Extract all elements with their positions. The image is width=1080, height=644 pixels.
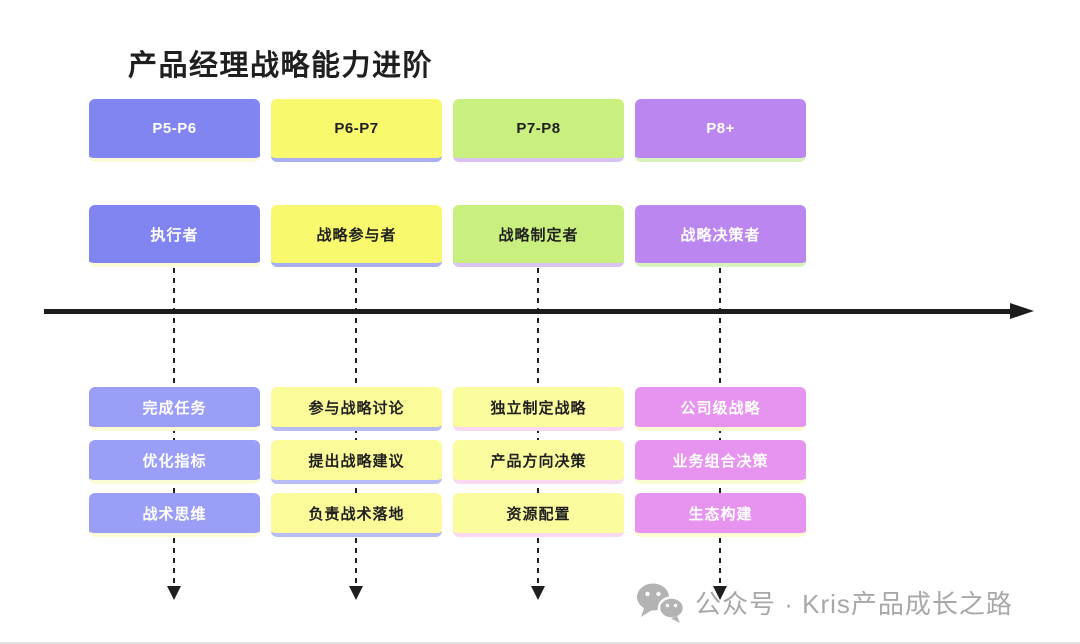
capability-item: 提出战略建议 [271, 440, 442, 484]
capability-item: 业务组合决策 [635, 440, 806, 484]
timeline-axis [44, 309, 1012, 314]
column-p8-plus: P8+ 战略决策者 公司级战略 业务组合决策 生态构建 [635, 0, 806, 644]
capability-item: 生态构建 [635, 493, 806, 537]
watermark-text: 公众号 · Kris产品成长之路 [695, 589, 1013, 619]
capability-item: 资源配置 [453, 493, 624, 537]
level-badge: P6-P7 [271, 99, 442, 162]
column-p5-p6: P5-P6 执行者 完成任务 优化指标 战术思维 [89, 0, 260, 644]
role-box: 战略制定者 [453, 205, 624, 267]
down-arrow-icon [713, 586, 727, 600]
capability-item: 完成任务 [89, 387, 260, 431]
capability-item: 公司级战略 [635, 387, 806, 431]
level-badge: P7-P8 [453, 99, 624, 162]
capability-item: 战术思维 [89, 493, 260, 537]
capability-item: 负责战术落地 [271, 493, 442, 537]
role-box: 执行者 [89, 205, 260, 267]
capability-item: 独立制定战略 [453, 387, 624, 431]
capability-item: 优化指标 [89, 440, 260, 484]
down-arrow-icon [349, 586, 363, 600]
down-arrow-icon [167, 586, 181, 600]
column-p6-p7: P6-P7 战略参与者 参与战略讨论 提出战略建议 负责战术落地 [271, 0, 442, 644]
down-arrow-icon [531, 586, 545, 600]
level-badge: P8+ [635, 99, 806, 162]
slide-bottom-edge [0, 642, 1080, 644]
page-title: 产品经理战略能力进阶 [128, 50, 434, 82]
watermark: 公众号 · Kris产品成长之路 [634, 582, 1013, 623]
capability-item: 参与战略讨论 [271, 387, 442, 431]
level-badge: P5-P6 [89, 99, 260, 162]
wechat-icon [634, 582, 686, 623]
role-box: 战略决策者 [635, 205, 806, 267]
right-arrow-icon [1010, 303, 1034, 319]
role-box: 战略参与者 [271, 205, 442, 267]
capability-item: 产品方向决策 [453, 440, 624, 484]
column-p7-p8: P7-P8 战略制定者 独立制定战略 产品方向决策 资源配置 [453, 0, 624, 644]
